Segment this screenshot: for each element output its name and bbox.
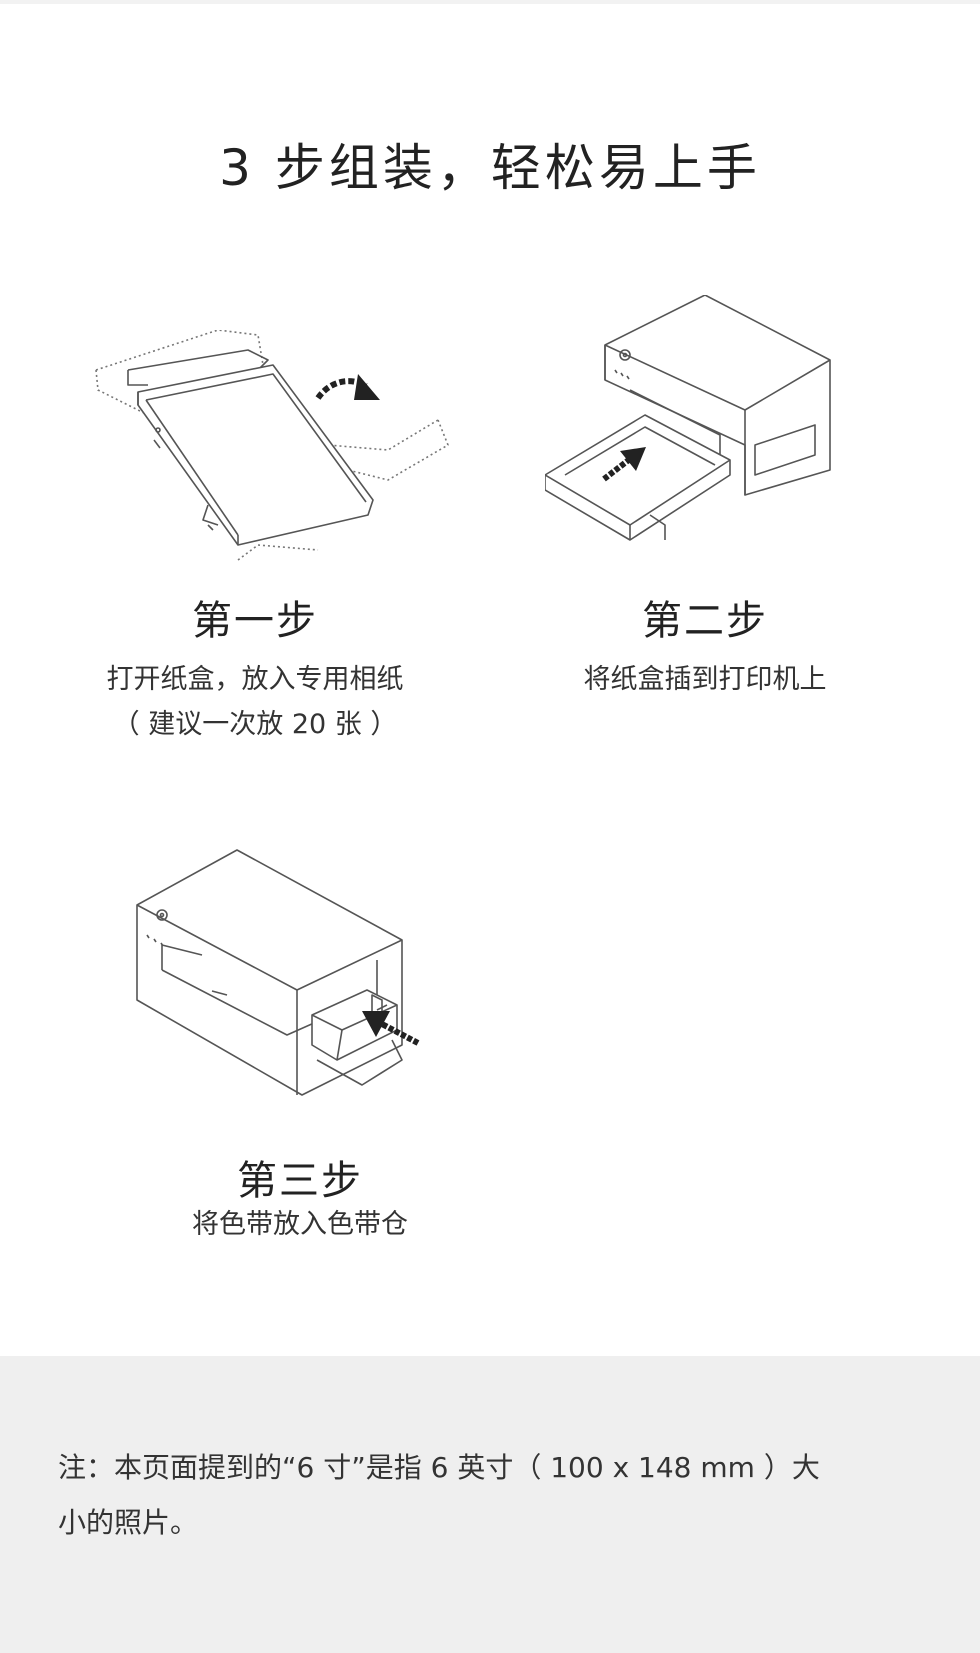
footnote-line1: 注：本页面提到的“6 寸”是指 6 英寸（ 100 x 148 mm ）大 bbox=[58, 1451, 820, 1484]
footnote-line2: 小的照片。 bbox=[58, 1506, 199, 1539]
push-arrow-icon bbox=[602, 447, 646, 482]
curved-arrow-icon bbox=[315, 374, 380, 400]
top-divider bbox=[0, 0, 980, 4]
note-panel bbox=[0, 1356, 980, 1653]
page-title: 3 步组装，轻松易上手 bbox=[219, 139, 761, 197]
footnote: 注：本页面提到的“6 寸”是指 6 英寸（ 100 x 148 mm ）大 小的… bbox=[58, 1440, 928, 1550]
step2-desc-line1: 将纸盒插到打印机上 bbox=[583, 664, 827, 695]
step3-desc-line1: 将色带放入色带仓 bbox=[192, 1209, 408, 1240]
step1-illustration bbox=[88, 330, 468, 590]
step1-desc-line1: 打开纸盒，放入专用相纸 bbox=[106, 664, 404, 695]
step2-illustration bbox=[545, 295, 845, 560]
step2-heading: 第二步 bbox=[642, 598, 768, 644]
step3-heading: 第三步 bbox=[237, 1158, 363, 1204]
step1-desc-line2: （ 建议一次放 20 张 ） bbox=[112, 709, 398, 740]
push-arrow-icon bbox=[362, 1011, 420, 1046]
step1-heading: 第一步 bbox=[192, 598, 318, 644]
step3-illustration bbox=[132, 845, 432, 1105]
